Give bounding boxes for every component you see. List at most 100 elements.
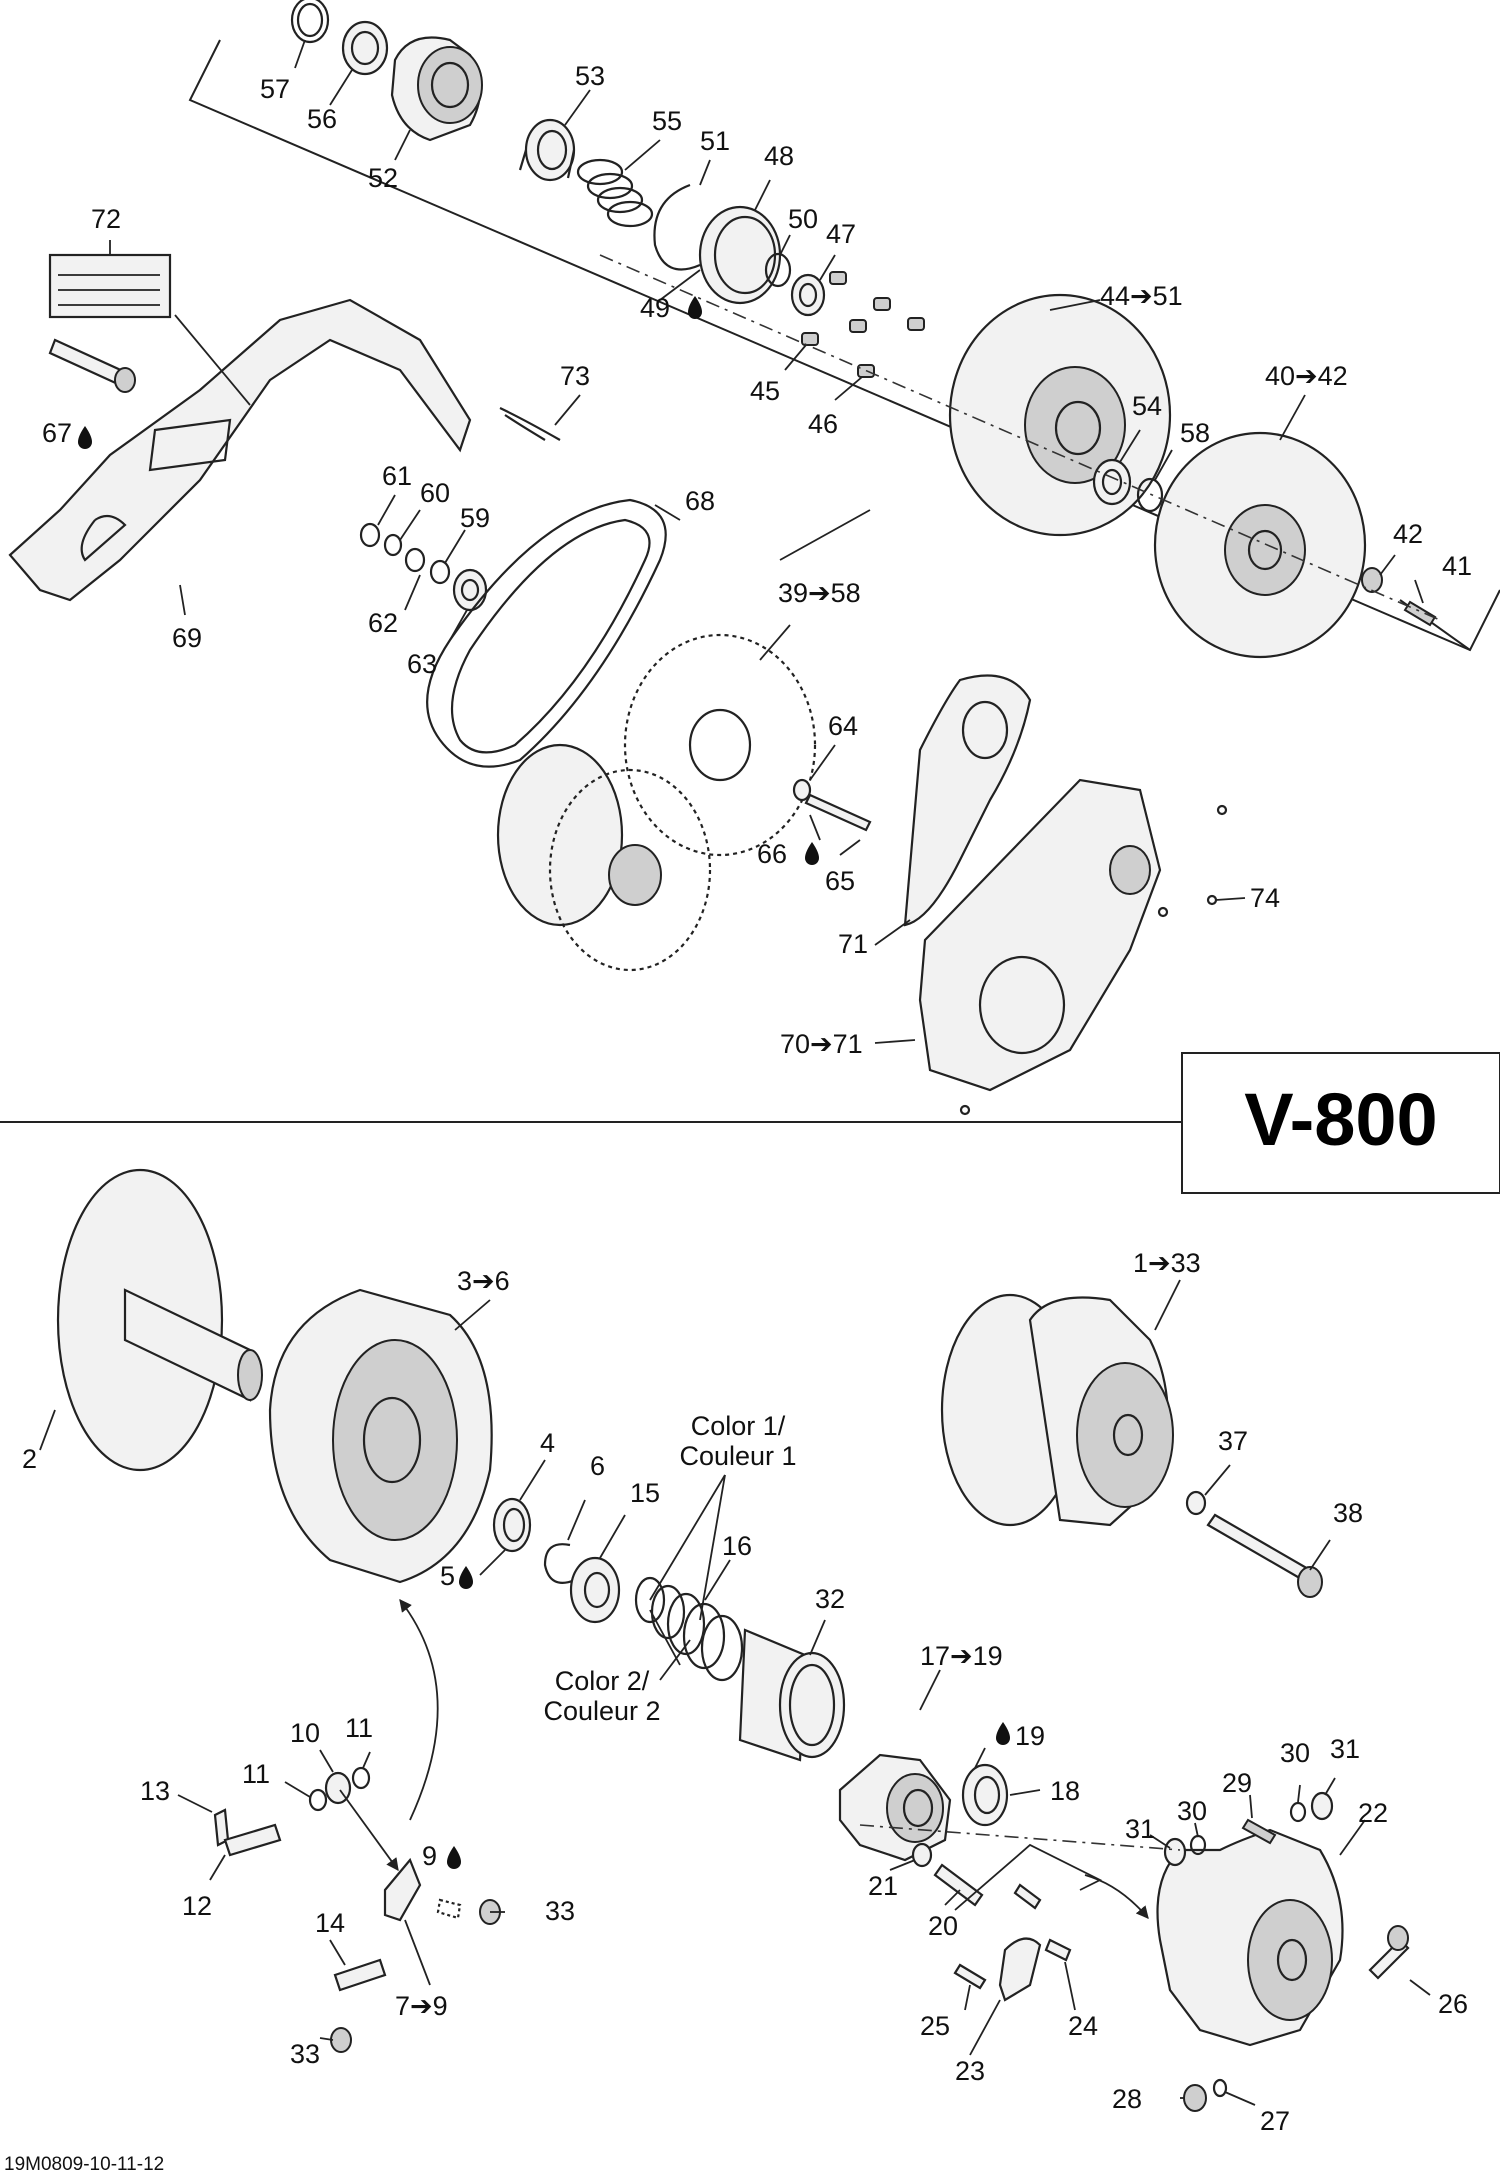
callout-1-33: 1➔33	[1133, 1248, 1201, 1278]
callout-42: 42	[1393, 519, 1423, 549]
assembly-arrow-weights	[399, 1599, 439, 1821]
callout-11-lower: 11	[242, 1759, 270, 1789]
callout-63: 63	[407, 649, 437, 679]
callout-67: 67	[42, 418, 72, 448]
callout-37: 37	[1218, 1426, 1248, 1456]
model-box	[1181, 1052, 1500, 1194]
callout-47: 47	[826, 219, 856, 249]
parts-27-28-nut	[1183, 2078, 1228, 2112]
part-3-movable-sheave	[268, 1288, 493, 1584]
callout-33-lower: 33	[290, 2039, 320, 2069]
callout-7-9: 7➔9	[395, 1991, 448, 2021]
parts-29-31-pins	[1163, 1791, 1334, 1867]
leader-lines-lower	[39, 1279, 1431, 2106]
callout-41: 41	[1442, 551, 1472, 581]
callout-10: 10	[290, 1718, 320, 1748]
callout-46: 46	[808, 409, 838, 439]
color-note-1-line2: Couleur 1	[679, 1441, 796, 1471]
callout-70-71: 70➔71	[780, 1029, 863, 1059]
drop-icon-19	[996, 1722, 1010, 1745]
part-58-ring	[1136, 477, 1164, 513]
part-18-bushing	[961, 1763, 1009, 1827]
callout-65: 65	[825, 866, 855, 896]
callout-19: 19	[1015, 1721, 1045, 1751]
axis-line-upper	[599, 254, 1441, 621]
callout-32: 32	[815, 1584, 845, 1614]
part-40-fixed-sheave	[1153, 431, 1367, 659]
drop-icon-9	[447, 1846, 461, 1869]
parts-41-42-fasteners	[1361, 567, 1437, 627]
callout-64: 64	[828, 711, 858, 741]
callout-28: 28	[1112, 2084, 1142, 2114]
part-55-spring	[576, 158, 654, 228]
callout-15: 15	[630, 1478, 660, 1508]
part-68-drive-belt	[426, 498, 667, 768]
part-16-spring	[634, 1576, 744, 1682]
callout-52: 52	[368, 163, 398, 193]
callout-74: 74	[1250, 883, 1280, 913]
callout-69: 69	[172, 623, 202, 653]
part-1-drive-pulley-assembly	[940, 1293, 1174, 1527]
part-70-outer-cover	[918, 778, 1162, 1092]
callout-31-upper: 31	[1330, 1734, 1360, 1764]
part-4-bushing	[492, 1497, 532, 1553]
callout-50: 50	[788, 204, 818, 234]
callout-13: 13	[140, 1776, 170, 1806]
callout-60: 60	[420, 478, 450, 508]
callout-66: 66	[757, 839, 787, 869]
callout-4: 4	[540, 1428, 555, 1458]
part-39-driven-pulley-assembly	[623, 633, 817, 857]
part-6-ring	[543, 1543, 576, 1584]
callout-16: 16	[722, 1531, 752, 1561]
drop-icon-49	[688, 296, 702, 319]
drive-pulley-phantom	[496, 743, 712, 972]
callout-56: 56	[307, 104, 337, 134]
callout-22: 22	[1358, 1798, 1388, 1828]
callout-33-upper: 33	[545, 1896, 575, 1926]
callout-2: 2	[22, 1444, 37, 1474]
callout-39-58: 39➔58	[778, 578, 861, 608]
callout-30-lower: 30	[1177, 1796, 1207, 1826]
callout-54: 54	[1132, 391, 1162, 421]
part-48-sleeve	[698, 205, 782, 305]
color-note-2-line1: Color 2/	[555, 1666, 650, 1696]
part-26-bolt	[1368, 1925, 1410, 1980]
callout-27: 27	[1260, 2106, 1290, 2136]
callout-72: 72	[91, 204, 121, 234]
lubricant-drop-icons	[78, 296, 1010, 1869]
parts-23-25-lever	[953, 1843, 1103, 2002]
callout-11-upper: 11	[345, 1713, 373, 1743]
part-47-bushing	[790, 273, 826, 317]
callout-18: 18	[1050, 1776, 1080, 1806]
callout-44-51: 44➔51	[1100, 281, 1183, 311]
callout-3-6: 3➔6	[457, 1266, 510, 1296]
part-53-bushing	[518, 118, 576, 182]
callout-17-19: 17➔19	[920, 1641, 1003, 1671]
callout-38: 38	[1333, 1498, 1363, 1528]
callout-48: 48	[764, 141, 794, 171]
reference-code: 19M0809-10-11-12	[4, 2154, 164, 2175]
part-51-ring	[653, 183, 701, 271]
part-56-washer	[341, 20, 389, 76]
callout-45: 45	[750, 376, 780, 406]
parts-59-63-washers	[359, 522, 488, 612]
part-17-spider	[838, 1753, 952, 1862]
callout-14: 14	[315, 1908, 345, 1938]
callout-71: 71	[838, 929, 868, 959]
color-note-2-line2: Couleur 2	[543, 1696, 660, 1726]
callout-6: 6	[590, 1451, 605, 1481]
part-69-belt-guard	[8, 298, 472, 602]
callout-58: 58	[1180, 418, 1210, 448]
parts-64-65-bolt-washer	[792, 778, 872, 832]
color-note-1-line1: Color 1/	[691, 1411, 786, 1441]
part-57-retaining-ring	[290, 0, 330, 44]
callout-21: 21	[868, 1871, 898, 1901]
part-71-cover-seal	[903, 674, 1032, 927]
callout-68: 68	[685, 486, 715, 516]
parts-37-38-bolt	[1185, 1490, 1323, 1598]
callout-73: 73	[560, 361, 590, 391]
axis-line-lower	[859, 1824, 1181, 1851]
leader-lines-upper	[109, 39, 1424, 1044]
part-72-warning-label	[48, 253, 172, 319]
callout-23: 23	[955, 2056, 985, 2086]
